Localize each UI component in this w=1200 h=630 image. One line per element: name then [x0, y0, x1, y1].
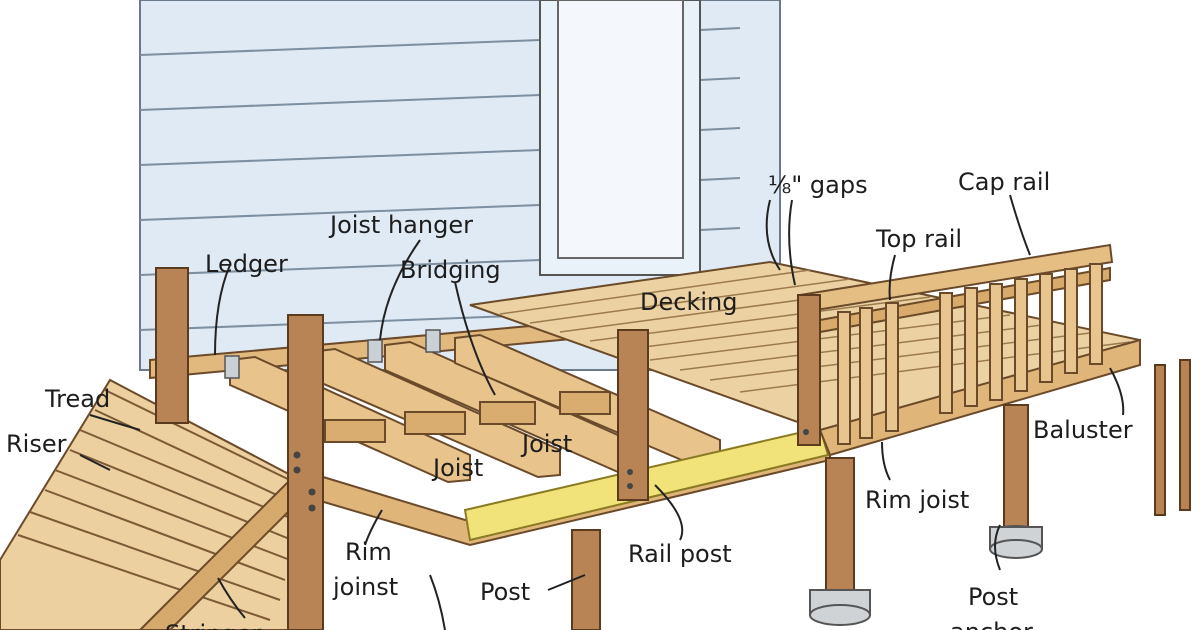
leader-lines — [79, 194, 1125, 630]
label-cap-rail: Cap rail — [958, 168, 1050, 196]
front-post — [287, 314, 324, 630]
post-right-2 — [1003, 404, 1029, 541]
stair-post — [155, 267, 189, 424]
loose-baluster-2 — [1179, 359, 1191, 511]
label-tread: Tread — [44, 385, 110, 413]
labels: ⅛" gaps Cap rail Joist hanger Top rail L… — [6, 168, 1133, 630]
label-rim-joinst-line1: Rim — [345, 538, 392, 566]
right-rim-joist — [818, 338, 1141, 457]
bridging-blocks — [324, 391, 611, 443]
label-ledger: Ledger — [205, 250, 288, 278]
post-anchors — [809, 525, 1043, 626]
label-gaps: ⅛" gaps — [768, 171, 868, 199]
label-riser: Riser — [6, 430, 67, 458]
label-joist-left: Joist — [431, 454, 483, 482]
label-joist-right: Joist — [520, 430, 572, 458]
post-mid — [571, 529, 601, 630]
label-rim-joinst-line2: joinst — [332, 573, 398, 601]
label-bridging: Bridging — [400, 256, 501, 284]
label-top-rail: Top rail — [875, 225, 962, 253]
post-right-1 — [825, 457, 855, 599]
label-baluster: Baluster — [1033, 416, 1133, 444]
label-decking: Decking — [640, 288, 737, 316]
label-rail-post: Rail post — [628, 540, 732, 568]
label-post: Post — [480, 578, 530, 606]
label-post-anchor-line2: anchor — [950, 618, 1033, 630]
label-joist-hanger: Joist hanger — [328, 211, 473, 239]
label-post-anchor-line1: Post — [968, 583, 1018, 611]
corner-rail-post — [797, 294, 821, 446]
joist-hangers — [224, 329, 441, 379]
label-stringer: Stringer — [165, 620, 261, 630]
post-bolts — [293, 429, 809, 512]
patio-door — [539, 0, 701, 276]
stairs — [0, 378, 301, 630]
loose-baluster-1 — [1154, 364, 1166, 516]
posts — [155, 267, 1191, 630]
label-rim-joist: Rim joist — [865, 486, 969, 514]
railing — [798, 243, 1114, 445]
rail-post — [617, 329, 649, 501]
